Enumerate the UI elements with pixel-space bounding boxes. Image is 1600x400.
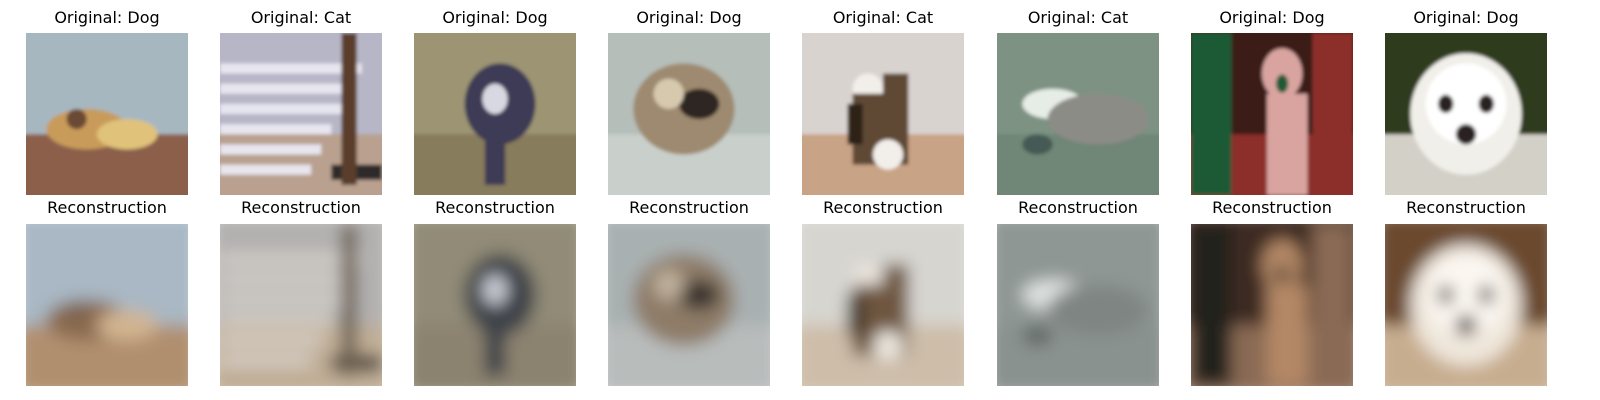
original-image bbox=[220, 33, 382, 195]
reconstruction-title: Reconstruction bbox=[1406, 198, 1526, 217]
reconstruction-title: Reconstruction bbox=[1212, 198, 1332, 217]
original-image bbox=[1191, 33, 1353, 195]
reconstruction-image bbox=[802, 224, 964, 386]
reconstruction-title: Reconstruction bbox=[1018, 198, 1138, 217]
reconstruction-image bbox=[608, 224, 770, 386]
original-title: Original: Cat bbox=[1027, 8, 1129, 27]
original-title: Original: Dog bbox=[442, 8, 548, 27]
reconstruction-image bbox=[1385, 224, 1547, 386]
reconstruction-image bbox=[997, 224, 1159, 386]
original-title: Original: Dog bbox=[54, 8, 160, 27]
original-image bbox=[414, 33, 576, 195]
reconstruction-image bbox=[220, 224, 382, 386]
original-image bbox=[997, 33, 1159, 195]
reconstruction-title: Reconstruction bbox=[241, 198, 361, 217]
reconstruction-title: Reconstruction bbox=[629, 198, 749, 217]
reconstruction-image bbox=[26, 224, 188, 386]
reconstruction-image bbox=[1191, 224, 1353, 386]
original-title: Original: Dog bbox=[636, 8, 742, 27]
original-image bbox=[802, 33, 964, 195]
original-title: Original: Dog bbox=[1413, 8, 1519, 27]
original-title: Original: Cat bbox=[832, 8, 934, 27]
reconstruction-title: Reconstruction bbox=[47, 198, 167, 217]
reconstruction-image bbox=[414, 224, 576, 386]
reconstruction-title: Reconstruction bbox=[823, 198, 943, 217]
original-title: Original: Cat bbox=[250, 8, 352, 27]
original-image bbox=[608, 33, 770, 195]
original-image bbox=[26, 33, 188, 195]
original-title: Original: Dog bbox=[1219, 8, 1325, 27]
original-image bbox=[1385, 33, 1547, 195]
reconstruction-title: Reconstruction bbox=[435, 198, 555, 217]
